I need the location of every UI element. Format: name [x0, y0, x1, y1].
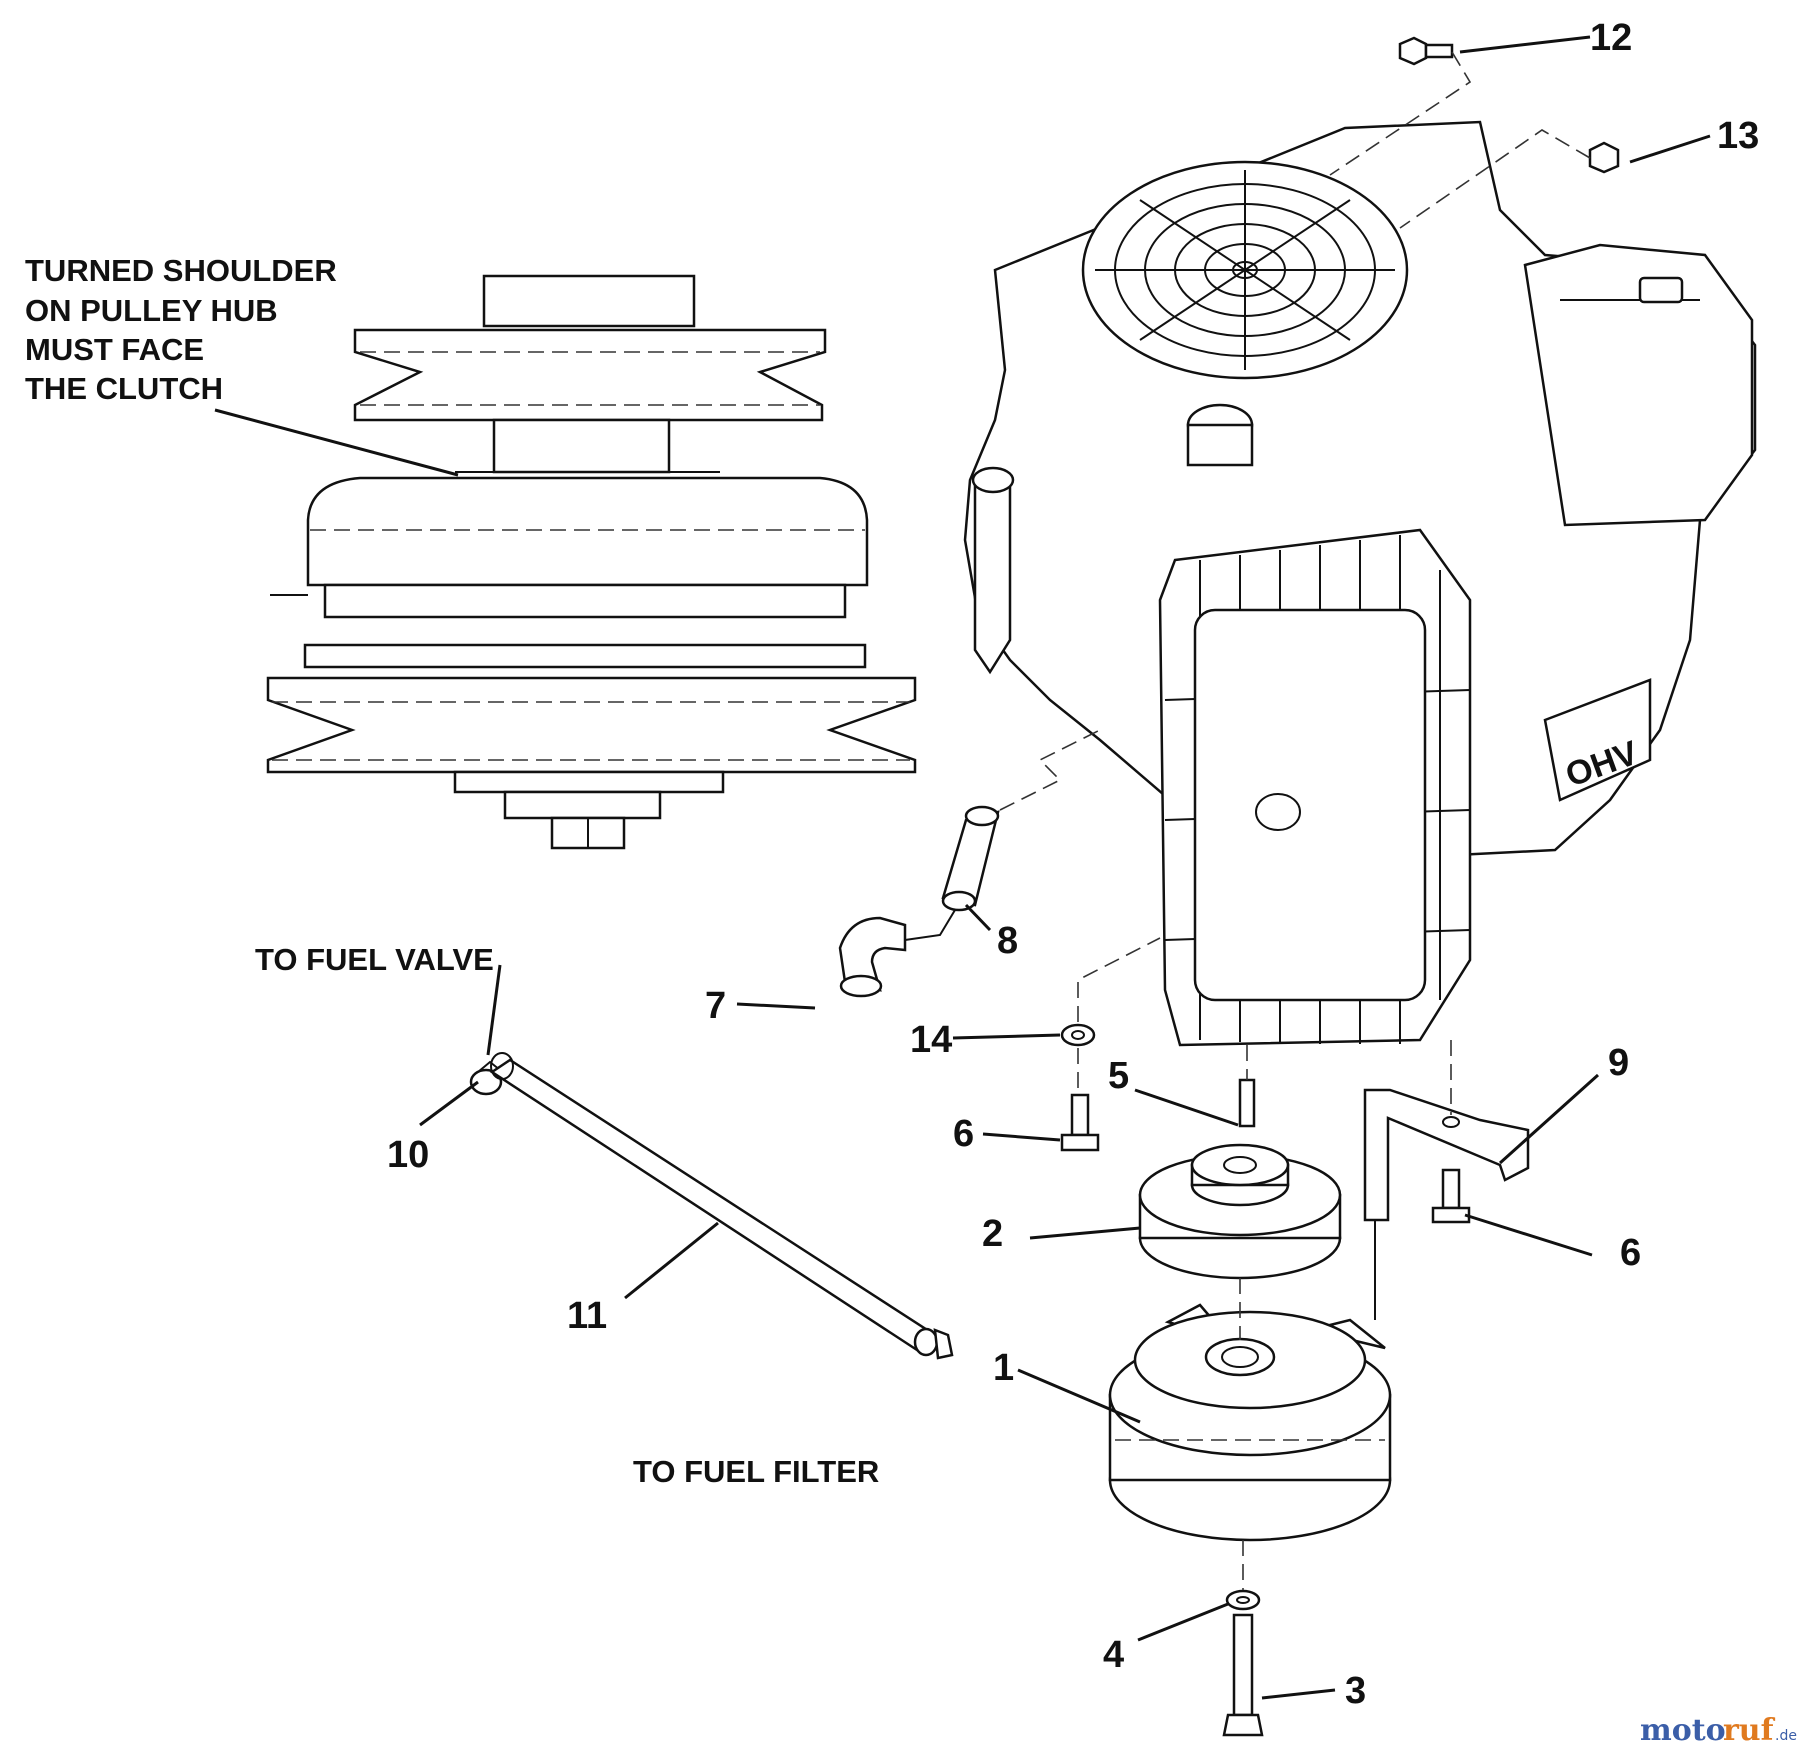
part-14-washer: [1060, 1023, 1096, 1047]
callout-4: 4: [1103, 1634, 1124, 1676]
callout-5: 5: [1108, 1055, 1129, 1097]
callout-1: 1: [993, 1347, 1014, 1389]
part-11-fuel-line: [489, 1052, 954, 1360]
part-12-bolt: [1398, 36, 1454, 66]
engine: OHV: [963, 120, 1757, 1047]
callout-2: 2: [982, 1213, 1003, 1255]
shoulder-leader: [214, 408, 459, 477]
part-6-bolt-left: [1060, 1093, 1100, 1152]
pulley-detail: [266, 274, 917, 850]
svg-text:.de: .de: [1775, 1728, 1797, 1744]
shoulder-note-line-2: ON PULLEY HUB: [25, 293, 278, 328]
callout-numbers: 12 13 8 7 14 5 6 9 2 6 1 4 3 10 11: [387, 17, 1759, 1712]
part-6-bolt-right: [1431, 1168, 1471, 1224]
part-10-clamp: [469, 1060, 503, 1096]
part-9-bracket: [1363, 1088, 1530, 1222]
callout-6-left: 6: [953, 1113, 974, 1155]
callout-leaders: [419, 35, 1711, 1700]
svg-text:ruf: ruf: [1723, 1713, 1776, 1748]
shoulder-note: TURNED SHOULDER ON PULLEY HUB MUST FACE …: [25, 253, 459, 477]
callout-13: 13: [1717, 115, 1759, 157]
callout-9: 9: [1608, 1042, 1629, 1084]
shoulder-note-line-1: TURNED SHOULDER: [25, 253, 337, 288]
callout-10: 10: [387, 1134, 429, 1176]
shoulder-note-line-3: MUST FACE: [25, 332, 204, 367]
part-7-elbow: [838, 916, 907, 998]
part-13-nut: [1588, 141, 1620, 174]
svg-text:moto: moto: [1640, 1713, 1726, 1748]
part-4-washer: [1225, 1589, 1261, 1611]
callout-12: 12: [1590, 17, 1632, 59]
callout-3: 3: [1345, 1670, 1366, 1712]
callout-11: 11: [567, 1295, 607, 1337]
callout-7: 7: [705, 985, 726, 1027]
callout-14: 14: [910, 1019, 952, 1061]
part-5-key: [1238, 1078, 1256, 1128]
part-1-clutch: [1108, 1303, 1392, 1542]
shoulder-note-line-4: THE CLUTCH: [25, 371, 223, 406]
part-8-hose: [941, 805, 1000, 912]
note-to-fuel-valve: TO FUEL VALVE: [255, 942, 494, 977]
part-3-bolt: [1222, 1613, 1264, 1737]
note-to-fuel-filter: TO FUEL FILTER: [633, 1454, 879, 1489]
callout-8: 8: [997, 920, 1018, 962]
watermark-logo: moto ruf .de: [1640, 1713, 1797, 1748]
part-2-pulley: [1138, 1143, 1342, 1280]
callout-6-right: 6: [1620, 1232, 1641, 1274]
